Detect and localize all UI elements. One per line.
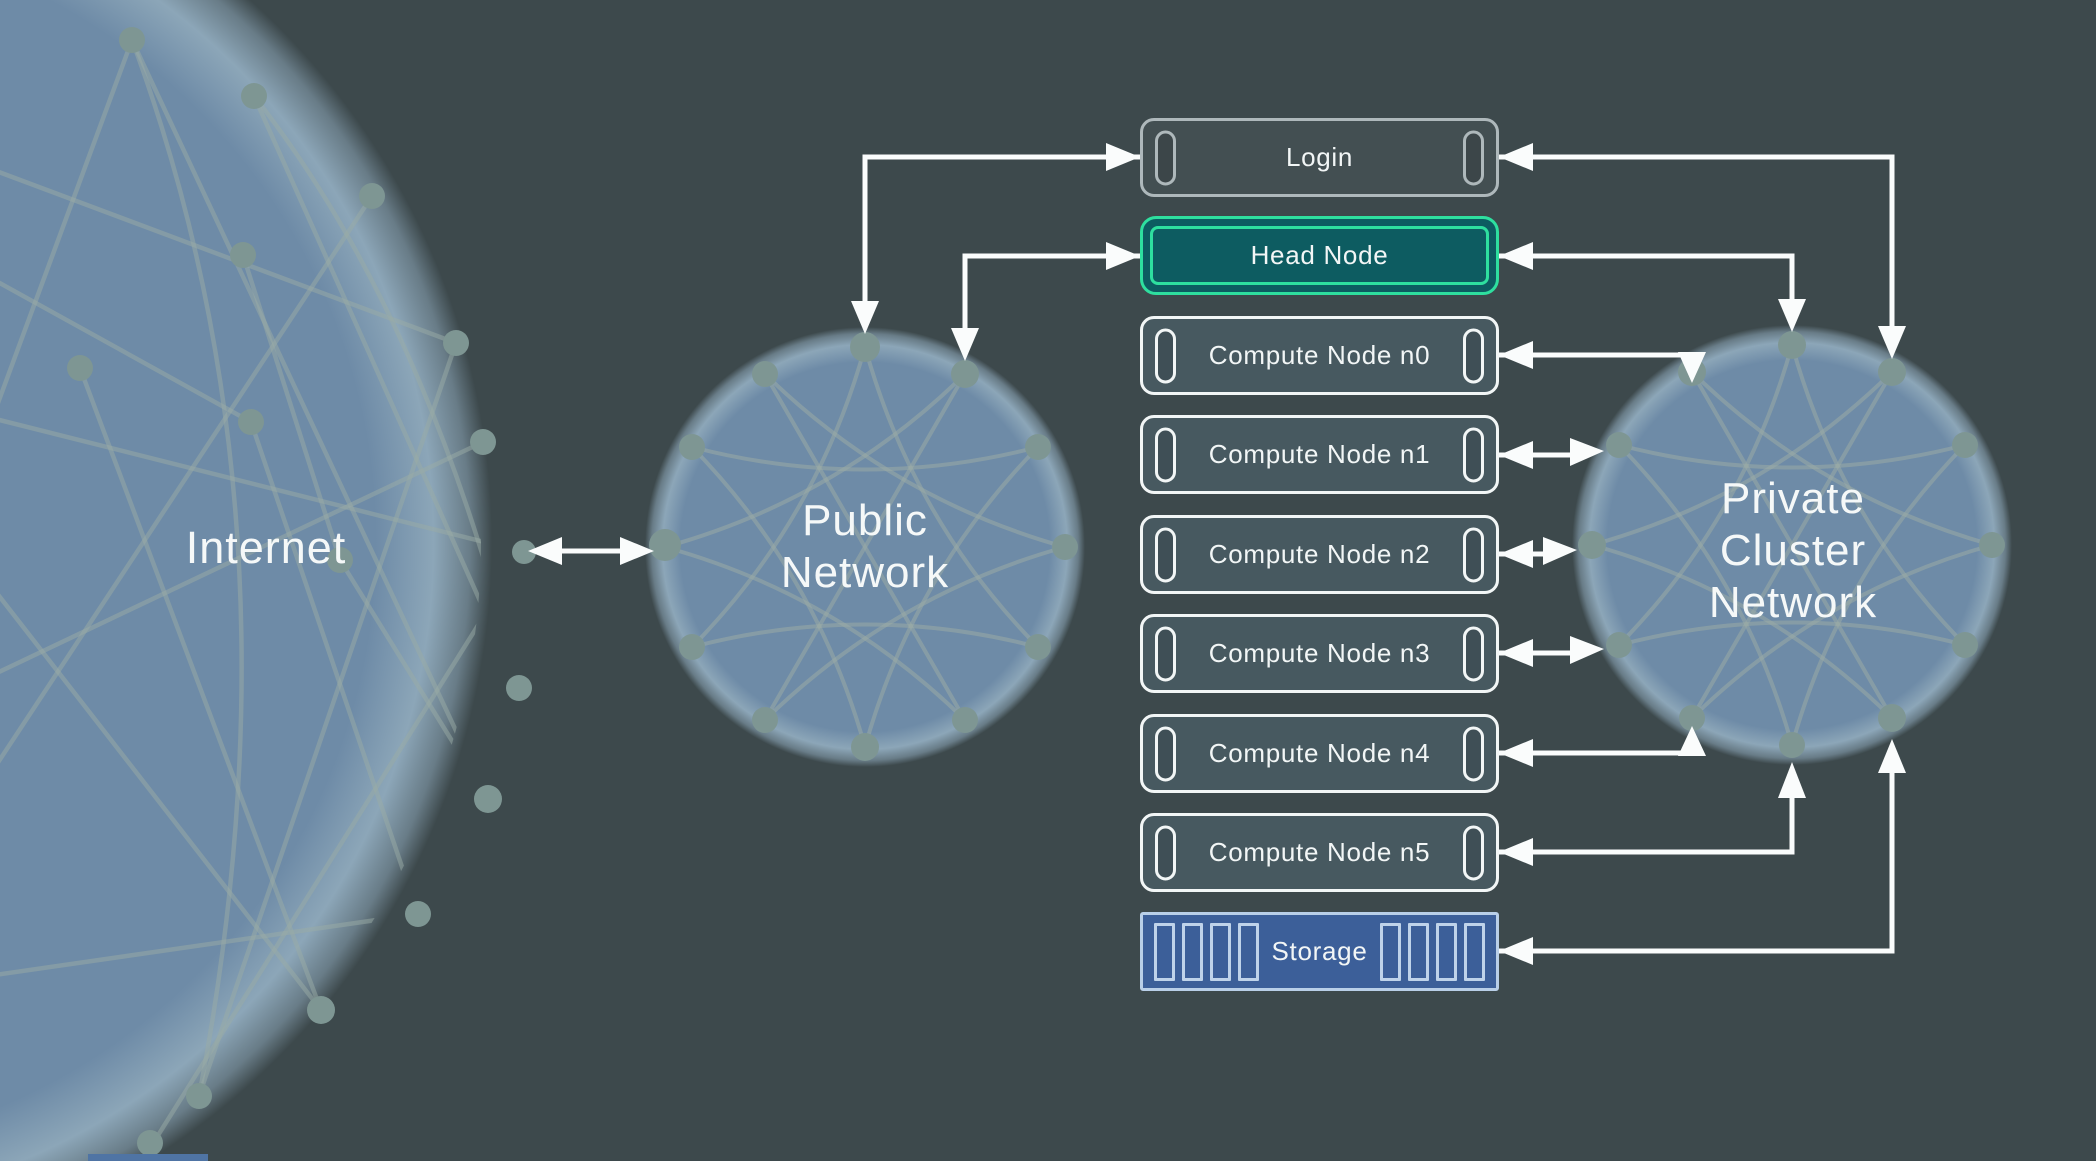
rack-handle-icon bbox=[1463, 527, 1484, 582]
arrowheads bbox=[528, 143, 1906, 965]
node-box-compute-n5: Compute Node n5 bbox=[1140, 813, 1499, 892]
node-box-compute-n1: Compute Node n1 bbox=[1140, 415, 1499, 494]
drive-bay-icons bbox=[1154, 922, 1259, 981]
compute-n0-label: Compute Node n0 bbox=[1208, 340, 1431, 370]
arrowhead-into-login-left bbox=[1106, 143, 1140, 171]
drive-slot-icon bbox=[1238, 922, 1259, 981]
compute-n4-label: Compute Node n4 bbox=[1208, 738, 1431, 768]
rack-handle-icon bbox=[1155, 825, 1176, 880]
arrowhead-into-private-n3 bbox=[1570, 636, 1604, 664]
arrowhead-into-n0 bbox=[1499, 341, 1533, 369]
arrowhead-into-n5 bbox=[1499, 838, 1533, 866]
head-node-label: Head Node bbox=[1250, 240, 1389, 270]
node-box-compute-n0: Compute Node n0 bbox=[1140, 316, 1499, 395]
private-cluster-label-line3: Network bbox=[1708, 578, 1878, 627]
arrowhead-into-public-top1 bbox=[851, 301, 879, 334]
private-cluster-label: Private Cluster Network bbox=[1709, 473, 1877, 629]
private-mesh-lines bbox=[1591, 344, 1993, 746]
compute-n5-label: Compute Node n5 bbox=[1208, 837, 1431, 867]
connector-public-head bbox=[962, 253, 1140, 328]
node-box-head-node: Head Node bbox=[1140, 216, 1499, 295]
arrowhead-into-public-left bbox=[620, 537, 654, 565]
connector-private-head bbox=[1499, 253, 1795, 299]
connector-private-login bbox=[1499, 154, 1895, 326]
cropped-blue-shape bbox=[88, 1154, 208, 1161]
arrowhead-into-private-top1 bbox=[1878, 326, 1906, 359]
rack-handle-icon bbox=[1155, 726, 1176, 781]
connector-private-n5 bbox=[1499, 797, 1795, 855]
arrowhead-into-login-right bbox=[1499, 143, 1533, 171]
public-mesh-lines bbox=[664, 346, 1066, 748]
arrowhead-into-n1 bbox=[1499, 441, 1533, 469]
private-mesh-dots bbox=[1578, 331, 2005, 758]
arrowhead-into-public-top2 bbox=[951, 328, 979, 361]
arrowhead-into-private-storage bbox=[1878, 739, 1906, 773]
rack-handle-icon bbox=[1155, 427, 1176, 482]
arrowhead-into-private-n2 bbox=[1543, 537, 1577, 565]
drive-slot-icon bbox=[1436, 922, 1457, 981]
private-cluster-circle bbox=[1572, 325, 2012, 765]
node-box-compute-n2: Compute Node n2 bbox=[1140, 515, 1499, 594]
drive-slot-icon bbox=[1380, 922, 1401, 981]
arrowhead-into-n3 bbox=[1499, 639, 1533, 667]
rack-handle-icon bbox=[1155, 527, 1176, 582]
arrowhead-into-private-n1 bbox=[1570, 438, 1604, 466]
rack-handle-icon bbox=[1463, 726, 1484, 781]
compute-n2-label: Compute Node n2 bbox=[1208, 539, 1431, 569]
public-network-circle bbox=[645, 327, 1085, 767]
arrowhead-into-storage bbox=[1499, 937, 1533, 965]
login-label: Login bbox=[1285, 142, 1354, 172]
public-mesh-dots bbox=[649, 332, 1078, 761]
rack-handle-icon bbox=[1463, 427, 1484, 482]
drive-slot-icon bbox=[1210, 922, 1231, 981]
drive-bay-icons bbox=[1380, 922, 1485, 981]
arrowhead-into-private-n4 bbox=[1678, 726, 1706, 756]
public-network-label-line2: Network bbox=[780, 548, 950, 597]
arrowhead-into-internet bbox=[528, 537, 562, 565]
arrowhead-into-private-n5 bbox=[1778, 762, 1806, 798]
rack-handle-icon bbox=[1463, 328, 1484, 383]
drive-slot-icon bbox=[1154, 922, 1175, 981]
internet-circle bbox=[0, 0, 536, 1161]
node-box-storage: Storage bbox=[1140, 912, 1499, 991]
drive-slot-icon bbox=[1182, 922, 1203, 981]
internet-mesh-lines bbox=[0, 39, 481, 1161]
internet-label: Internet bbox=[185, 522, 347, 573]
rack-handle-icon bbox=[1155, 130, 1176, 185]
rack-handle-icon bbox=[1155, 328, 1176, 383]
node-box-compute-n4: Compute Node n4 bbox=[1140, 714, 1499, 793]
arrowhead-into-n4 bbox=[1499, 739, 1533, 767]
rack-handle-icon bbox=[1463, 626, 1484, 681]
arrowhead-into-head-left bbox=[1106, 242, 1140, 270]
private-cluster-label-line1: Private bbox=[1721, 474, 1865, 523]
rack-handle-icon bbox=[1463, 825, 1484, 880]
connector-private-storage bbox=[1499, 772, 1895, 954]
public-network-label-line1: Public bbox=[802, 496, 928, 545]
compute-n3-label: Compute Node n3 bbox=[1208, 638, 1431, 668]
arrowhead-into-head-right bbox=[1499, 242, 1533, 270]
private-cluster-label-line2: Cluster bbox=[1719, 526, 1867, 575]
public-network-label: Public Network bbox=[781, 495, 949, 599]
arrowhead-into-private-n0 bbox=[1678, 352, 1706, 383]
arrowhead-into-private-top2 bbox=[1778, 299, 1806, 332]
connectors bbox=[536, 154, 1895, 954]
rack-handle-icon bbox=[1155, 626, 1176, 681]
rack-handle-icon bbox=[1463, 130, 1484, 185]
arrowhead-into-n2 bbox=[1499, 540, 1533, 568]
drive-slot-icon bbox=[1408, 922, 1429, 981]
connector-public-login bbox=[862, 154, 1140, 302]
compute-n1-label: Compute Node n1 bbox=[1208, 439, 1431, 469]
node-box-login: Login bbox=[1140, 118, 1499, 197]
storage-label: Storage bbox=[1271, 936, 1368, 966]
head-node-inner-frame: Head Node bbox=[1150, 226, 1489, 285]
node-box-compute-n3: Compute Node n3 bbox=[1140, 614, 1499, 693]
internet-mesh-dots bbox=[67, 27, 536, 1156]
drive-slot-icon bbox=[1464, 922, 1485, 981]
